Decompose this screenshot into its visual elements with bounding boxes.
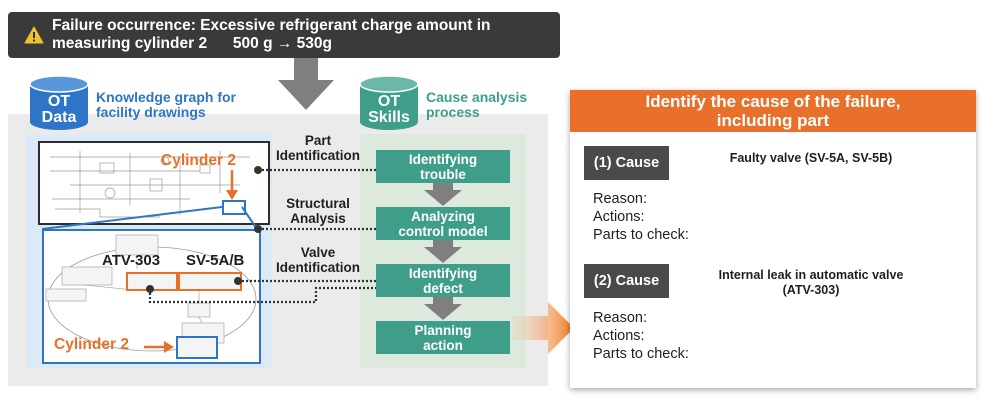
warning-icon bbox=[24, 26, 44, 44]
cause-2-title: Internal leak in automatic valve (ATV-30… bbox=[686, 268, 936, 298]
cause-2-badge: (2) Cause bbox=[584, 264, 669, 298]
ot-skills-line-1: OT bbox=[377, 93, 401, 110]
result-panel bbox=[570, 90, 976, 388]
sv-5ab-label: SV-5A/B bbox=[186, 252, 245, 269]
cause-1-title: Faulty valve (SV-5A, SV-5B) bbox=[686, 151, 936, 166]
cylinder-highlight-box bbox=[222, 200, 246, 215]
cylinder-2-label-bottom: Cylinder 2 bbox=[54, 336, 129, 353]
cause-2-actions: Actions: bbox=[593, 328, 645, 344]
cylinder-pointer-arrow bbox=[226, 170, 238, 200]
failure-line-1: Failure occurrence: Excessive refrigeran… bbox=[52, 17, 491, 34]
cause-2-reason: Reason: bbox=[593, 310, 648, 326]
knowledge-graph-detail bbox=[42, 229, 261, 364]
cylinder-2-label-top: Cylinder 2 bbox=[161, 152, 236, 169]
cause-1-actions: Actions: bbox=[593, 209, 645, 225]
step-4-line-2: action bbox=[423, 337, 463, 353]
link-1-line-1: Part bbox=[304, 133, 332, 148]
ot-skills-cylinder-icon bbox=[359, 75, 419, 130]
cause-1-badge: (1) Cause bbox=[584, 146, 669, 180]
ot-data-line-1: OT bbox=[47, 93, 71, 110]
cylinder-2-pointer-arrow bbox=[144, 341, 174, 353]
cause-1-title-line-1: Faulty valve (SV-5A, SV-5B) bbox=[729, 151, 893, 165]
link-3-line-1: Valve bbox=[300, 245, 336, 260]
result-header-line-1: Identify the cause of the failure, bbox=[645, 92, 901, 111]
result-header-line-2: including part bbox=[716, 111, 830, 130]
zoom-lines bbox=[42, 206, 258, 230]
cause-2-parts: Parts to check: bbox=[593, 346, 689, 362]
step-3-line-1: Identifying bbox=[408, 265, 478, 281]
ot-data-caption-line-1: Knowledge graph for bbox=[96, 89, 236, 105]
ot-data-cylinder-icon bbox=[29, 75, 89, 130]
link-label-part-identification: Part Identification bbox=[270, 133, 366, 163]
cause-2-title-line-1: Internal leak in automatic valve bbox=[718, 268, 904, 282]
failure-line-2: measuring cylinder 2 500 g → 530g bbox=[52, 35, 332, 52]
atv-303-label: ATV-303 bbox=[102, 252, 161, 269]
ot-skills-caption-line-1: Cause analysis bbox=[426, 89, 528, 105]
cylinder-2-node bbox=[176, 336, 218, 359]
result-arrow bbox=[512, 302, 574, 354]
ot-data-caption-line-2: facility drawings bbox=[96, 104, 206, 120]
step-4-line-1: Planning bbox=[414, 322, 472, 338]
step-1-line-2: trouble bbox=[420, 166, 466, 182]
ot-data-caption: Knowledge graph for facility drawings bbox=[96, 90, 236, 120]
failure-banner: Failure occurrence: Excessive refrigeran… bbox=[8, 12, 560, 58]
cause-1-parts: Parts to check: bbox=[593, 227, 689, 243]
step-2-line-1: Analyzing bbox=[411, 208, 475, 224]
link-3-line-2: Identification bbox=[276, 260, 360, 275]
ot-skills-caption: Cause analysis process bbox=[426, 90, 527, 120]
step-3-line-2: defect bbox=[423, 280, 463, 296]
ot-data-line-2: Data bbox=[41, 109, 77, 126]
failure-text: Failure occurrence: Excessive refrigeran… bbox=[52, 17, 557, 53]
step-1-line-1: Identifying bbox=[408, 151, 478, 167]
result-header: Identify the cause of the failure, inclu… bbox=[570, 90, 976, 132]
step-flow-arrows bbox=[424, 182, 462, 320]
cause-1-reason: Reason: bbox=[593, 191, 648, 207]
ot-skills-line-2: Skills bbox=[368, 109, 410, 126]
link-label-valve-identification: Valve Identification bbox=[270, 245, 366, 275]
link-label-structural-analysis: Structural Analysis bbox=[276, 196, 360, 226]
ot-skills-label: OT Skills bbox=[358, 94, 420, 126]
down-arrow bbox=[278, 58, 334, 110]
link-2-line-2: Analysis bbox=[290, 211, 346, 226]
ot-skills-caption-line-2: process bbox=[426, 104, 480, 120]
step-2-line-2: control model bbox=[398, 223, 488, 239]
link-1-line-2: Identification bbox=[276, 148, 360, 163]
link-2-line-1: Structural bbox=[286, 196, 350, 211]
facility-drawing-lines bbox=[50, 151, 250, 218]
ot-data-label: OT Data bbox=[28, 94, 90, 126]
cause-2-title-line-2: (ATV-303) bbox=[782, 283, 840, 297]
